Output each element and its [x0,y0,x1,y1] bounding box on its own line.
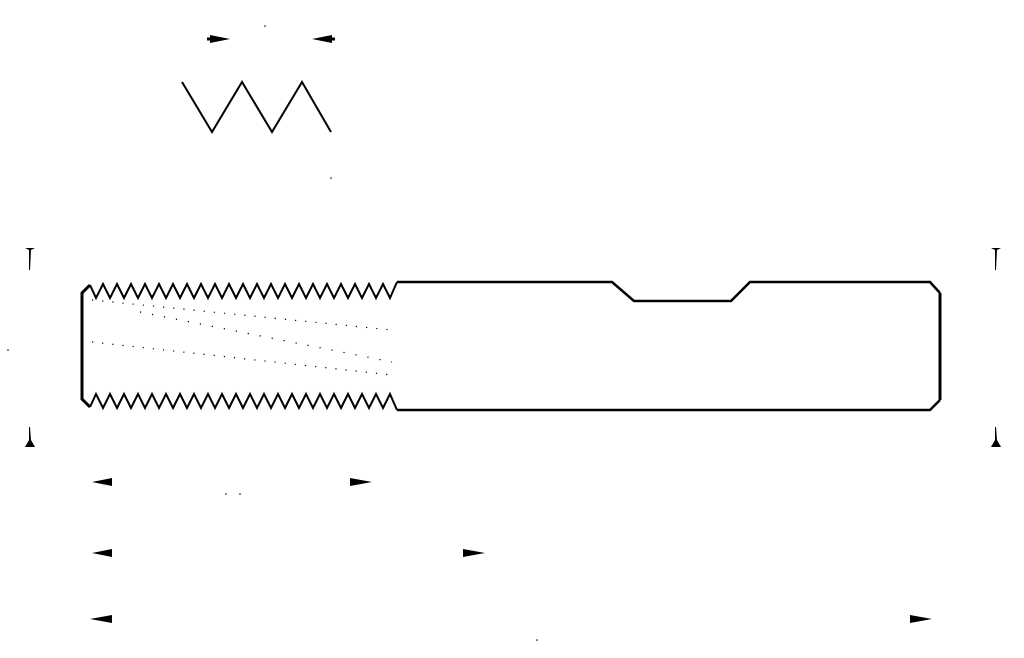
top-body-edge [397,280,941,303]
overall-dot [536,639,538,641]
groove-arrow-right [463,549,485,557]
rod-outline [80,280,942,412]
side-dot [7,349,9,351]
left-arrow-up [25,427,35,447]
thread-length-dimension [92,478,372,495]
pitch-arrow-right [312,35,332,43]
detail-dot [330,177,332,179]
thread-length-arrow-right [350,478,372,486]
top-thread [89,281,398,301]
overall-arrow-right [910,615,932,623]
taper-line-lower [91,341,393,376]
overall-arrow-left [90,615,112,623]
thread-pitch-detail [181,25,335,179]
groove-position-dimension [92,549,485,557]
left-end-face [80,283,92,409]
bottom-thread [89,391,398,411]
thread-length-arrow-left [92,478,112,486]
thread-length-dot-2 [239,493,241,495]
taper-line-cross [139,311,393,363]
right-arrow-down [991,248,1001,270]
thread-length-dot-1 [225,493,227,495]
right-arrow-up [991,427,1001,447]
pitch-arrow-left [210,35,230,43]
groove-arrow-left [92,549,112,557]
left-arrow-down [25,248,35,270]
hidden-taper-lines [91,299,393,376]
taper-line-upper [91,299,393,331]
bottom-body-edge [397,399,941,412]
overall-length-dimension [90,615,932,641]
diameter-arrows-right [7,248,1001,447]
thread-detail-zigzag [181,80,332,134]
diameter-arrows-left [25,248,35,447]
pitch-dot [264,25,266,27]
